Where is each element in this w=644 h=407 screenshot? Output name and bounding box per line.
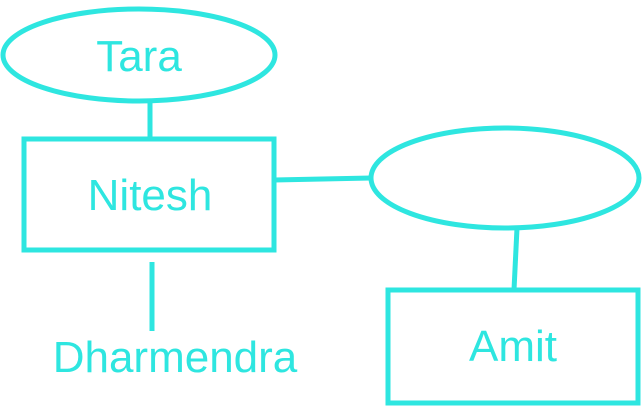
node-tara-label: Tara: [96, 32, 182, 81]
connector-nitesh-relationship: [273, 175, 372, 183]
node-nitesh-label: Nitesh: [88, 171, 213, 220]
node-amit-rect: [385, 287, 641, 406]
node-tara-ellipse: [0, 6, 278, 104]
connector-relationship-amit: [511, 227, 520, 291]
node-dharmendra-label: Dharmendra: [53, 333, 298, 382]
node-nitesh-rect: [21, 136, 277, 253]
node-relationship-ellipse: [368, 125, 642, 231]
node-amit-label: Amit: [469, 322, 557, 371]
